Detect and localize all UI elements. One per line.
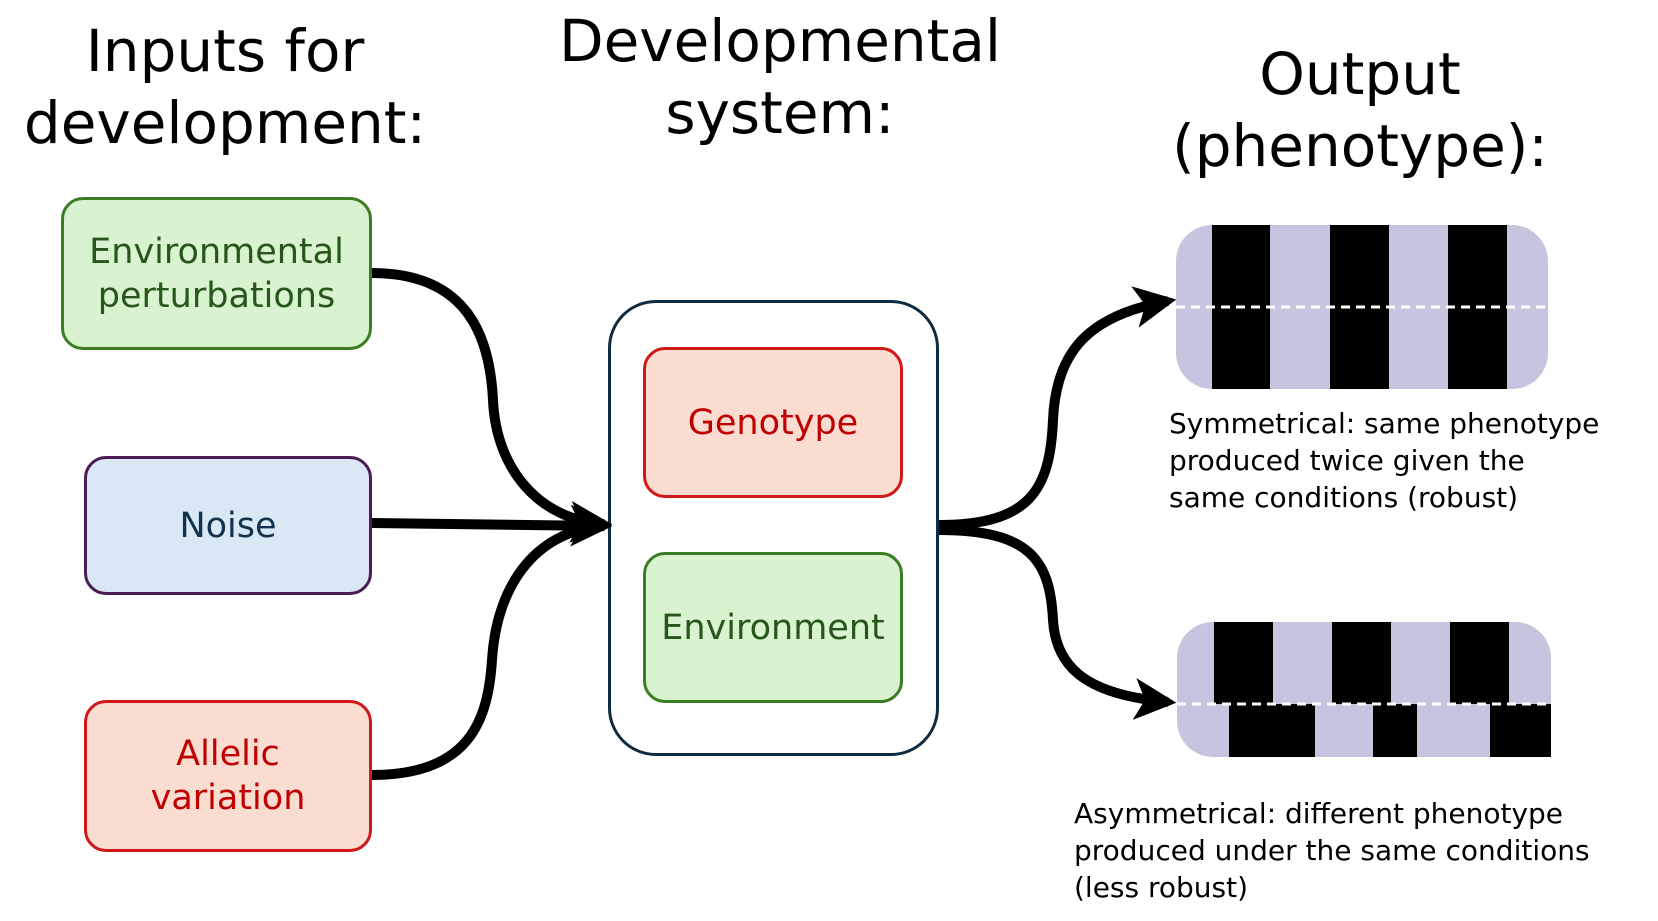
asymmetrical-phenotype bbox=[1177, 622, 1551, 757]
inputs-heading: Inputs for development: bbox=[23, 17, 427, 157]
noise-box: Noise bbox=[84, 456, 372, 595]
asym-bottom-stripe-1 bbox=[1229, 704, 1315, 757]
symmetrical-phenotype bbox=[1176, 225, 1548, 389]
arrow-to-asymmetrical bbox=[938, 525, 1177, 720]
symmetrical-caption: Symmetrical: same phenotype produced twi… bbox=[1169, 407, 1600, 514]
asym-bottom-stripe-3 bbox=[1490, 704, 1551, 757]
allelic-variation-box: Allelic variation bbox=[84, 700, 372, 852]
arrow-to-symmetrical bbox=[938, 286, 1177, 530]
asymmetrical-caption: Asymmetrical: different phenotype produc… bbox=[1074, 797, 1590, 904]
environment-box: Environment bbox=[643, 552, 903, 703]
system-heading: Developmental system: bbox=[558, 7, 1002, 147]
environmental-perturbations-box: Environmental perturbations bbox=[61, 197, 372, 350]
asym-top-stripe-3 bbox=[1450, 622, 1509, 704]
asym-top-stripe-1 bbox=[1214, 622, 1273, 704]
output-heading: Output (phenotype): bbox=[1172, 40, 1548, 180]
asym-bottom-stripe-2 bbox=[1373, 704, 1417, 757]
arrow-environmental bbox=[371, 268, 613, 543]
arrow-noise bbox=[371, 504, 613, 547]
asym-top-stripe-2 bbox=[1332, 622, 1391, 704]
arrow-allelic bbox=[371, 521, 605, 780]
genotype-box: Genotype bbox=[643, 347, 903, 498]
